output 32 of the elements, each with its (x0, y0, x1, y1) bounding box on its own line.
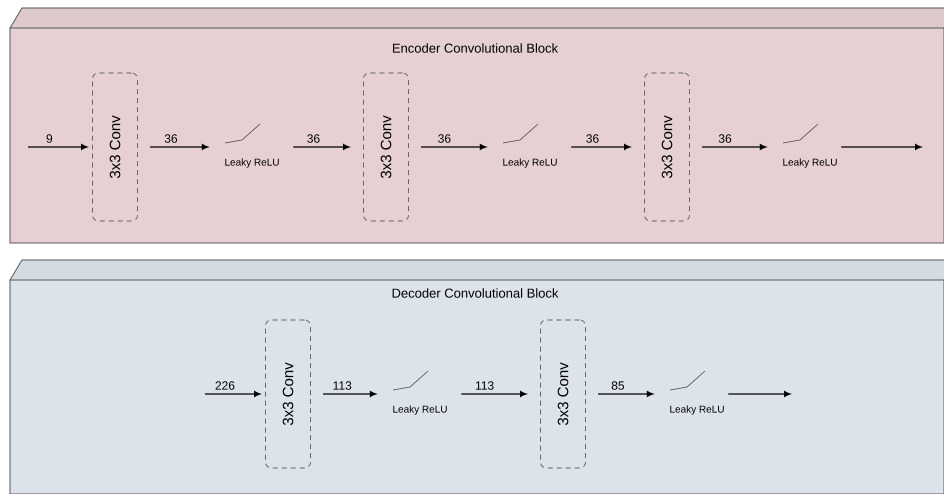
edge-label: 36 (164, 134, 178, 143)
edge-label: 113 (476, 381, 494, 390)
edge-label: 226 (216, 381, 234, 390)
arrow (728, 391, 790, 397)
edge-label: 36 (718, 134, 732, 143)
arrow (323, 391, 376, 397)
edge-label: 113 (334, 381, 352, 390)
activation-label: Leaky ReLU (783, 158, 837, 168)
conv-box: 3x3 Conv (265, 320, 311, 468)
arrow (293, 144, 350, 150)
edge-label: 36 (307, 134, 320, 143)
arrow (702, 144, 766, 150)
arrow (421, 144, 486, 150)
activation-label: Leaky ReLU (503, 158, 557, 168)
arrow (205, 391, 260, 397)
conv-box: 3x3 Conv (92, 72, 138, 222)
edge-label: 85 (612, 381, 624, 390)
arrow (598, 391, 654, 397)
conv-box: 3x3 Conv (363, 72, 409, 222)
edge-label: 36 (586, 134, 599, 143)
conv-box: 3x3 Conv (540, 320, 586, 468)
arrow (28, 144, 88, 150)
arrow (461, 391, 526, 397)
arrow (571, 144, 630, 150)
activation-label: Leaky ReLU (670, 405, 724, 415)
conv-box: 3x3 Conv (644, 72, 690, 222)
edge-label: 9 (46, 134, 52, 143)
activation-label: Leaky ReLU (225, 158, 279, 168)
arrow (841, 144, 922, 150)
activation-label: Leaky ReLU (393, 405, 447, 415)
edge-label: 36 (438, 134, 451, 143)
arrow (150, 144, 208, 150)
